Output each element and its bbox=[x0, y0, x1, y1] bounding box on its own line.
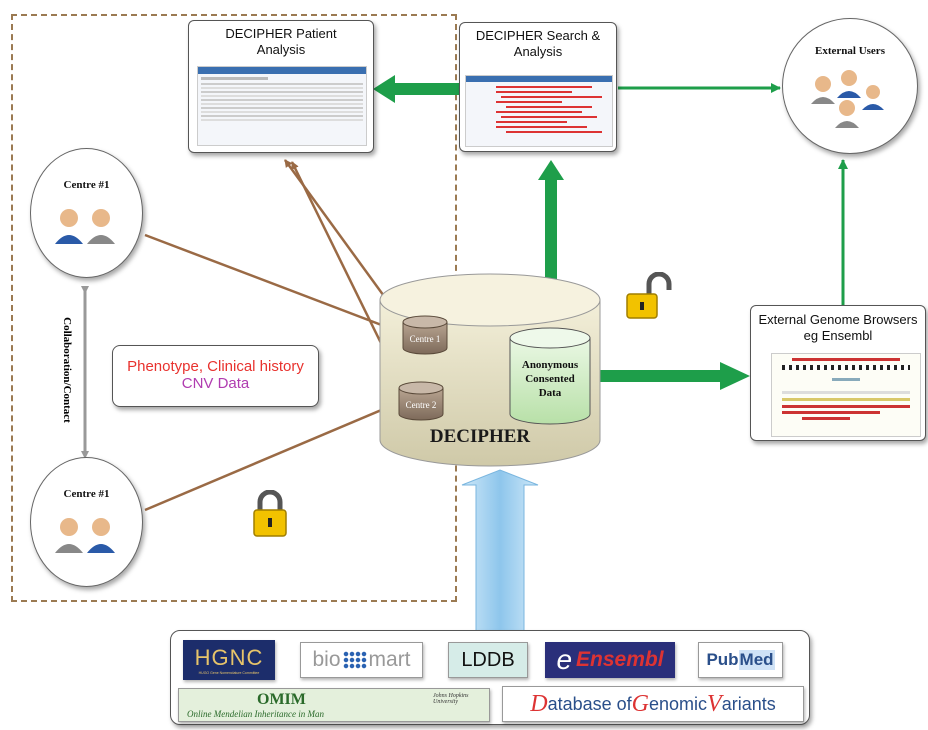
hgnc-subtext: HUGO Gene Nomenclature Committee bbox=[198, 671, 260, 675]
pubmed-text-a: Pub bbox=[706, 650, 739, 669]
genome-browsers-panel: External Genome Browsers eg Ensembl bbox=[750, 305, 926, 441]
dgv-logo: D atabase of G enomic V ariants bbox=[502, 686, 804, 722]
centre-top-circle: Centre #1 bbox=[30, 148, 143, 278]
dgv-text-3: ariants bbox=[721, 693, 776, 714]
ensembl-logo: e Ensembl bbox=[545, 642, 675, 678]
genome-browsers-thumbnail bbox=[771, 353, 921, 437]
centre2-label: Centre 2 bbox=[405, 400, 437, 410]
patient-analysis-title: DECIPHER Patient Analysis bbox=[189, 26, 373, 58]
phenotype-box: Phenotype, Clinical history CNV Data bbox=[112, 345, 319, 407]
centre-bottom-circle: Centre #1 bbox=[30, 457, 143, 587]
external-users-people-icon bbox=[811, 70, 884, 128]
centre-bottom-title: Centre #1 bbox=[63, 488, 110, 500]
dgv-letter-v: V bbox=[707, 690, 722, 717]
anonymous-line3: Data bbox=[538, 387, 562, 399]
omim-title: OMIM bbox=[257, 691, 306, 708]
biomart-logo: bio mart bbox=[300, 642, 423, 678]
search-analysis-title-line1: DECIPHER Search & bbox=[475, 28, 601, 43]
patient-analysis-title-line1: DECIPHER Patient bbox=[225, 26, 337, 41]
dgv-letter-g: G bbox=[631, 690, 650, 717]
ensembl-text: Ensembl bbox=[576, 648, 664, 671]
arrow-centre-top-to-centre1 bbox=[144, 233, 401, 334]
centre-top-title: Centre #1 bbox=[63, 179, 110, 191]
ensembl-e: e bbox=[556, 644, 573, 675]
external-users-circle: External Users bbox=[782, 18, 918, 154]
hgnc-text: HGNC bbox=[194, 645, 264, 670]
decipher-title: DECIPHER bbox=[429, 426, 531, 447]
biomart-text-b: mart bbox=[368, 648, 411, 671]
collaboration-label: Collaboration/Contact bbox=[61, 317, 73, 423]
lddb-logo: LDDB bbox=[448, 642, 528, 678]
lddb-text: LDDB bbox=[461, 648, 515, 671]
pubmed-text-b: Med bbox=[738, 650, 775, 670]
omim-subtitle: Online Mendelian Inheritance in Man bbox=[187, 709, 324, 719]
genome-browsers-title: External Genome Browsers eg Ensembl bbox=[751, 312, 925, 344]
centre-top-people-icon bbox=[55, 209, 115, 244]
arrow-anonymous-to-browsers-head bbox=[720, 362, 750, 390]
decipher-database bbox=[379, 273, 601, 467]
patient-analysis-title-line2: Analysis bbox=[256, 42, 306, 57]
dgv-text-2: enomic bbox=[649, 693, 708, 714]
hgnc-logo: HGNC HUGO Gene Nomenclature Committee bbox=[183, 640, 275, 680]
cnv-data-line: CNV Data bbox=[181, 375, 250, 392]
unlocked-padlock-icon bbox=[626, 272, 672, 319]
arrow-centre-bottom-to-centre2 bbox=[144, 401, 399, 512]
arrow-search-to-patient-head bbox=[373, 75, 395, 103]
patient-analysis-panel: DECIPHER Patient Analysis bbox=[188, 20, 374, 153]
anonymous-data-cylinder bbox=[509, 327, 591, 425]
pubmed-logo: Pub Med bbox=[698, 642, 783, 678]
patient-analysis-thumbnail bbox=[197, 66, 367, 146]
centre-bottom-people-icon bbox=[55, 518, 115, 553]
dgv-text-1: atabase of bbox=[547, 693, 632, 714]
centre1-label: Centre 1 bbox=[409, 334, 441, 344]
locked-padlock-icon bbox=[253, 490, 287, 537]
search-analysis-title: DECIPHER Search & Analysis bbox=[460, 28, 616, 60]
anonymous-data-label: Anonymous Consented Data bbox=[510, 358, 590, 400]
omim-logo: OMIM Online Mendelian Inheritance in Man… bbox=[178, 688, 490, 722]
centre1-cylinder bbox=[402, 315, 448, 355]
phenotype-line: Phenotype, Clinical history bbox=[127, 358, 304, 375]
centre2-cylinder bbox=[398, 381, 444, 421]
search-analysis-panel: DECIPHER Search & Analysis bbox=[459, 22, 617, 152]
arrow-anonymous-to-browsers-shaft bbox=[592, 370, 720, 382]
genome-browsers-title-line1: External Genome Browsers bbox=[758, 312, 918, 327]
dgv-letter-d: D bbox=[530, 690, 548, 717]
genome-browsers-title-line2: eg Ensembl bbox=[803, 328, 873, 343]
jhu-text: Johns Hopkins University bbox=[433, 693, 469, 705]
external-users-title: External Users bbox=[815, 45, 885, 57]
anonymous-line2: Consented bbox=[525, 373, 575, 385]
biomart-dots-icon bbox=[342, 651, 367, 669]
biomart-text-a: bio bbox=[312, 648, 341, 671]
arrow-anonymous-to-search-head bbox=[538, 160, 564, 180]
search-analysis-thumbnail bbox=[465, 75, 613, 147]
search-analysis-title-line2: Analysis bbox=[513, 44, 563, 59]
anonymous-line1: Anonymous bbox=[521, 359, 579, 371]
arrow-search-to-patient-shaft bbox=[395, 83, 460, 95]
arrow-sources-to-decipher bbox=[461, 469, 539, 633]
